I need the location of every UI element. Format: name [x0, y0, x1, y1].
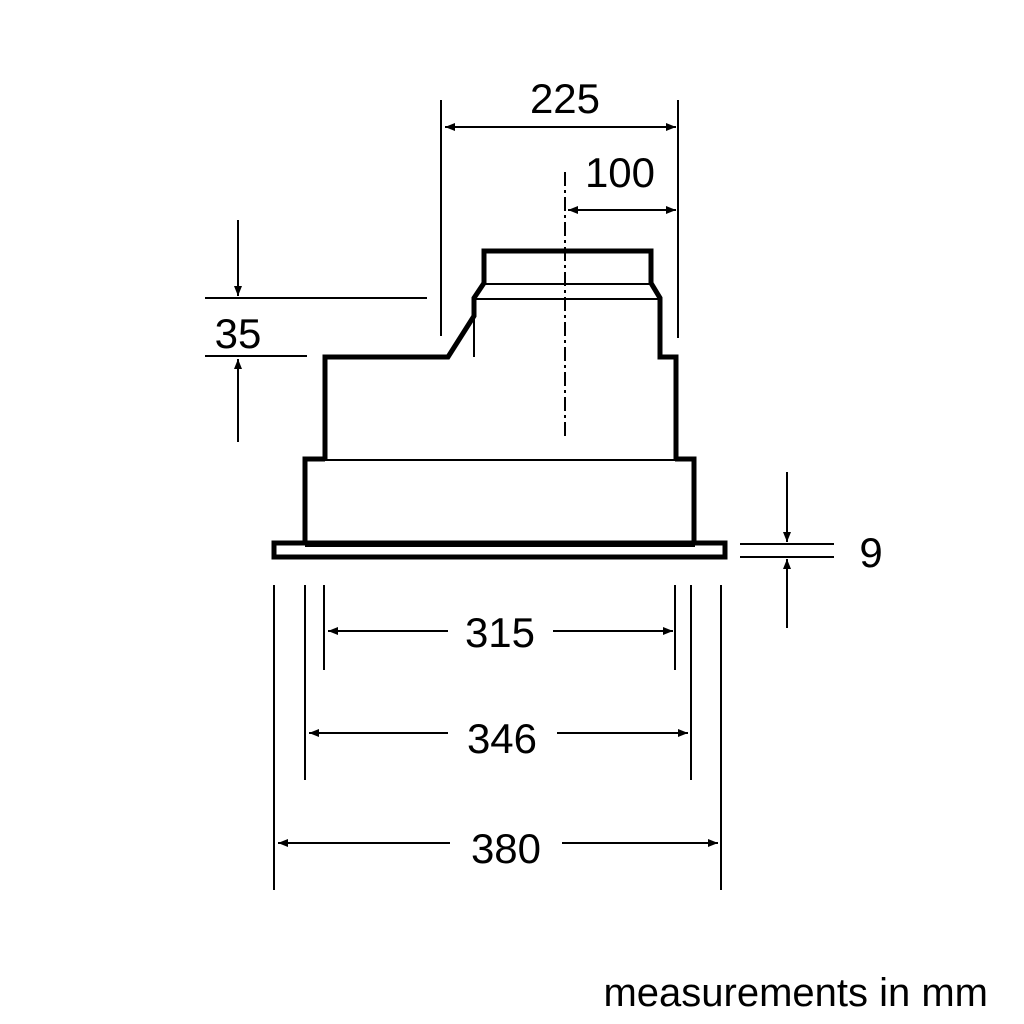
upper-housing: [322, 248, 679, 459]
units-note: measurements in mm: [603, 971, 988, 1015]
extension-lines: [205, 100, 834, 890]
dimension-315: 315: [328, 609, 673, 656]
dim-label-100: 100: [585, 149, 655, 196]
hood-body: [271, 172, 728, 560]
dim-label-9: 9: [859, 529, 882, 576]
lower-housing: [302, 456, 697, 543]
dim-label-35: 35: [215, 310, 262, 357]
dim-label-315: 315: [465, 609, 535, 656]
flange-plate: [271, 540, 728, 560]
dim-label-346: 346: [467, 715, 537, 762]
dimension-380: 380: [278, 825, 718, 872]
dim-label-380: 380: [471, 825, 541, 872]
dimension-225: 225: [445, 75, 676, 131]
dimension-346: 346: [309, 715, 688, 762]
dim-label-225: 225: [530, 75, 600, 122]
dimension-35: 35: [215, 220, 262, 442]
dimension-9: 9: [783, 472, 883, 628]
dimension-100: 100: [568, 149, 676, 214]
